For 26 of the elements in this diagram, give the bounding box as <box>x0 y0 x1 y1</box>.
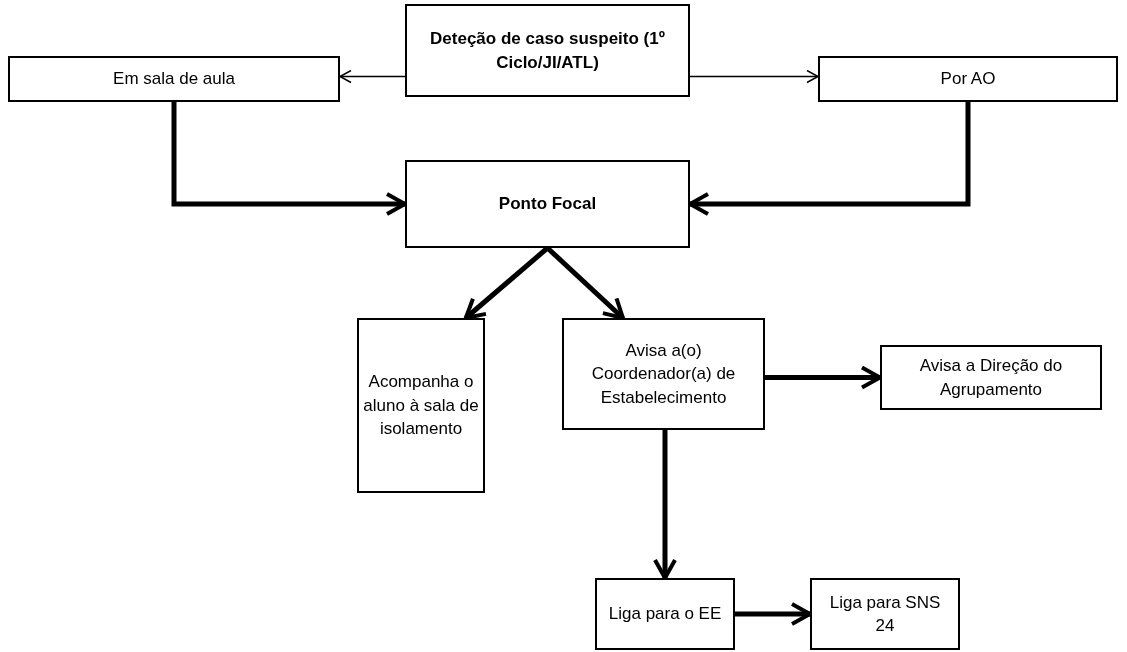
process-box <box>880 345 1102 410</box>
process-box <box>810 578 960 650</box>
box-text: Deteção de caso suspeito (1º Ciclo/JI/ATL) <box>429 28 666 74</box>
process-box <box>405 4 690 97</box>
box-text: Por AO <box>940 68 996 91</box>
box-text: Liga para o EE <box>608 603 722 626</box>
arrow <box>765 365 882 390</box>
process-box <box>357 318 485 493</box>
arrow <box>463 246 550 320</box>
arrow <box>735 602 812 626</box>
arrow <box>339 69 406 84</box>
box-text: Liga para SNS 24 <box>828 591 942 637</box>
arrow <box>171 102 407 216</box>
box-text: Acompanha o aluno à sala de isolamento <box>363 371 479 441</box>
process-box <box>8 56 340 102</box>
arrow <box>545 246 625 320</box>
box-text: Avisa a Direção do Agrupamento <box>918 355 1064 401</box>
arrow <box>689 69 819 84</box>
process-box <box>818 56 1118 102</box>
arrow <box>653 430 677 580</box>
box-text: Em sala de aula <box>113 68 235 91</box>
process-box <box>405 160 690 248</box>
box-text: Ponto Focal <box>498 193 597 216</box>
box-text: Avisa a(o) Coordenador(a) de Estabelecimento <box>590 339 737 409</box>
process-box <box>562 318 765 430</box>
process-box <box>595 578 735 650</box>
